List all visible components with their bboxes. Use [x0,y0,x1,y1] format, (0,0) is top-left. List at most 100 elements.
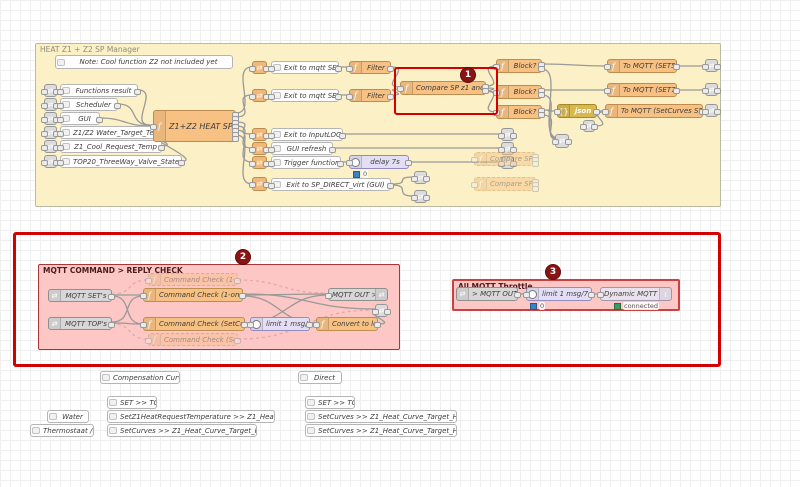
link-json-output-port-1[interactable] [591,124,598,130]
func-compare-z1-output-port-3[interactable] [532,161,539,167]
lbl-cool-request-output-port-1[interactable] [158,145,165,151]
link-m2[interactable]: ⇄ [702,83,721,96]
lbl-trigger-functions-output-port-1[interactable] [337,161,344,167]
link-d-input-port[interactable] [249,146,256,153]
link-g[interactable]: ⇄ [372,304,391,317]
delay-limit-1s[interactable]: limit 1 msg/s [247,317,313,331]
link-f3[interactable]: ⇄ [411,190,430,203]
wire[interactable] [235,66,253,114]
link-c2[interactable]: ⇄ [498,128,517,141]
wire[interactable] [485,90,497,113]
lbl-cool-request[interactable]: Z1_Cool_Request_Temp [57,140,165,153]
func-check-1on1-old-output-port-1[interactable] [234,278,241,284]
wire[interactable] [235,134,253,185]
link-c2-input-port[interactable] [498,132,505,139]
link-d[interactable]: ⇄ [249,142,270,155]
link-d2-input-port[interactable] [498,146,505,153]
link-in-1[interactable]: ⇄ [41,84,60,97]
cmt-setcurves-right1[interactable]: SetCurves >> Z1_Heat_Curve_Target_High_T… [305,410,457,423]
lbl-top20-valve-output-port-1[interactable] [178,160,185,166]
link-e2[interactable]: ⇄ [498,156,517,169]
lbl-trigger-functions[interactable]: Trigger functions [268,156,344,169]
gray-mqtt-sets-output-port-1[interactable] [108,294,115,300]
lbl-water-target-input-port[interactable] [57,130,64,137]
func-check-1on1-old-input-port[interactable] [145,277,152,284]
lbl-top20-valve-input-port[interactable] [57,159,64,166]
lbl-exit-inputlogs-output-port-1[interactable] [339,133,346,139]
delay-7s-output-port-1[interactable] [405,160,412,166]
json-node-input-port[interactable] [554,109,561,115]
link-f-input-port[interactable] [249,182,256,188]
func-block-3-output-port-2[interactable] [538,112,545,118]
lbl-exit-set5-input-port[interactable] [268,65,275,72]
link-g-input-port[interactable] [372,308,379,315]
link-in-4[interactable]: ⇄ [41,126,60,139]
gray-mqtt-sets[interactable]: ⇄MQTT SET's [48,289,115,302]
link-e-input-port[interactable] [249,160,256,167]
func-sp-manager[interactable]: fZ1+Z2 HEAT SP Manager [150,110,239,142]
link-a[interactable]: ⇄ [249,61,270,74]
cmt-setcurves-right2[interactable]: SetCurves >> Z1_Heat_Curve_Target_High_T… [305,424,457,437]
link-e2-output-port-1[interactable] [510,161,517,167]
link-in-3-input-port[interactable] [41,116,48,123]
link-f2[interactable]: ⇄ [411,171,430,184]
func-compare-z2-output-port-1[interactable] [532,179,539,185]
json-node-output-port-1[interactable] [593,109,600,115]
func-compare-z1z2-input-port[interactable] [397,86,404,92]
link-d2[interactable]: ⇄ [498,142,517,155]
lbl-gui-refresh-input-port[interactable] [268,146,275,153]
delay-7s-input-port[interactable] [346,160,353,166]
link-c[interactable]: ⇄ [249,128,270,141]
func-tomqtt-setcurves[interactable]: fTo MQTT (SetCurves SET16) [602,104,706,118]
func-filter-1-input-port[interactable] [346,65,353,72]
func-sp-manager-input-port[interactable] [150,124,157,130]
wire[interactable] [390,176,415,185]
gray-mqtt-out-in[interactable]: ⇄> MQTT OUT [456,287,521,301]
link-a-input-port[interactable] [249,65,256,72]
delay-limit-7s[interactable]: limit 1 msg/7s [523,287,595,301]
link-m3[interactable]: ⇄ [702,104,721,117]
wire[interactable] [390,184,415,197]
link-m1-output-port-1[interactable] [714,64,721,70]
func-check-setcurve-old-input-port[interactable] [145,337,152,344]
link-f2-input-port[interactable] [411,175,418,182]
delay-7s[interactable]: delay 7s [346,155,412,169]
wire[interactable] [237,309,374,340]
link-g-output-port-1[interactable] [384,309,391,315]
link-in-3[interactable]: ⇄ [41,112,60,125]
link-e2-input-port[interactable] [498,160,505,167]
link-b-input-port[interactable] [249,93,256,100]
lbl-functions-result-input-port[interactable] [57,88,64,95]
link-b[interactable]: ⇄ [249,89,270,102]
wire[interactable] [242,293,376,310]
link-m1[interactable]: ⇄ [702,59,721,72]
wire[interactable] [117,103,151,126]
link-f[interactable]: ⇄ [249,177,270,191]
func-check-setcurves-v2-input-port[interactable] [140,322,147,328]
lbl-exit-set7-output-port-1[interactable] [335,94,342,100]
lbl-cool-request-input-port[interactable] [57,144,64,151]
lbl-exit-sp-direct-output-port-1[interactable] [387,183,394,189]
func-compare-z2-output-port-3[interactable] [532,186,539,192]
wire[interactable] [237,279,327,294]
wire[interactable] [111,322,144,325]
func-block-2-output-port-2[interactable] [538,92,545,98]
lbl-scheduler[interactable]: Scheduler [57,98,121,111]
link-m3-input-port[interactable] [702,108,709,115]
wire[interactable] [235,125,253,149]
lbl-functions-result[interactable]: Functions result [57,84,141,97]
func-compare-z2-output-port-2[interactable] [532,182,539,188]
mqtt-dynamic-out-input-port[interactable] [597,292,604,298]
link-in-6[interactable]: ⇄ [41,155,60,168]
func-filter-1-output-port-1[interactable] [387,66,394,72]
func-compare-z1z2-output-port-2[interactable] [482,88,489,94]
wire[interactable] [235,94,253,118]
func-tomqtt-set5-output-port-1[interactable] [673,64,680,70]
link-json[interactable]: ⇄ [580,120,598,132]
